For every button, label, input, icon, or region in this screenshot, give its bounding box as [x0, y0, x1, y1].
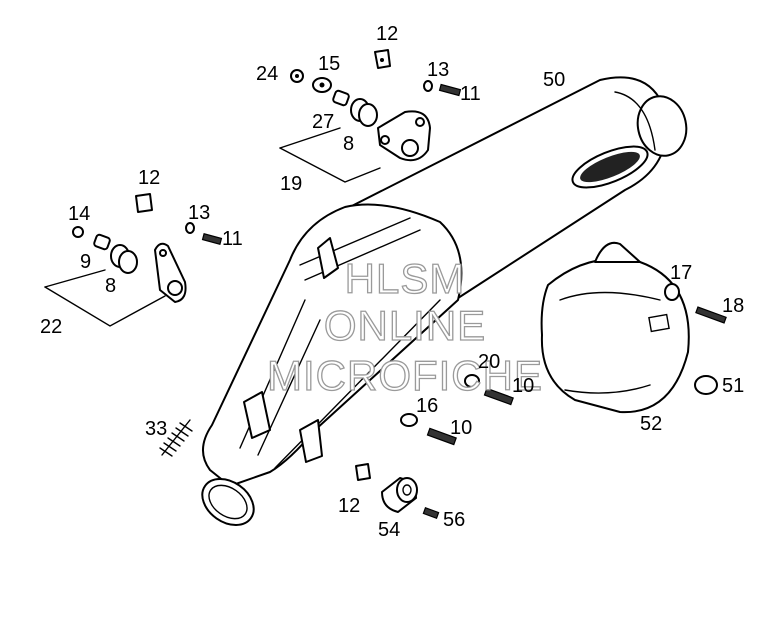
- callout-8-top: 8: [343, 133, 354, 155]
- callout-27: 27: [312, 111, 334, 133]
- washer-17[interactable]: [664, 283, 680, 301]
- bracket-22[interactable]: [154, 242, 187, 303]
- callout-15: 15: [318, 53, 340, 75]
- spacer-27[interactable]: [332, 89, 350, 107]
- watermark-line-1: HLSM: [345, 255, 466, 302]
- bracket-19[interactable]: [377, 110, 431, 162]
- callout-56: 56: [443, 509, 465, 531]
- callout-22: 22: [40, 316, 62, 338]
- callout-13-mid: 13: [188, 202, 210, 224]
- mounting-tab-upper: [317, 237, 339, 279]
- callout-33: 33: [145, 418, 167, 440]
- callout-labels: 12 24 15 13 11 50 27 8 19 12 14 13 11 9 …: [40, 23, 744, 541]
- callout-8-left: 8: [105, 275, 116, 297]
- callout-50: 50: [543, 69, 565, 91]
- washer-13-mid[interactable]: [185, 222, 195, 234]
- bolt-11-top[interactable]: [438, 83, 462, 97]
- callout-11-mid: 11: [222, 228, 243, 250]
- callout-54: 54: [378, 519, 400, 541]
- washer-13-top[interactable]: [423, 80, 433, 92]
- callout-12-bottom: 12: [338, 495, 360, 517]
- clip-nut-12-bottom[interactable]: [355, 463, 371, 481]
- grommet-8-left[interactable]: [110, 244, 138, 274]
- callout-19: 19: [280, 173, 302, 195]
- spring-33[interactable]: [159, 419, 193, 457]
- pipe-inlet-ring[interactable]: [194, 470, 263, 535]
- washer-20[interactable]: [464, 374, 480, 388]
- callout-11-top: 11: [460, 83, 481, 105]
- callout-16: 16: [416, 395, 438, 417]
- callout-18: 18: [722, 295, 744, 317]
- leader-lines-left: [44, 269, 166, 327]
- bolt-10-upper[interactable]: [483, 387, 514, 406]
- watermark-line-2: ONLINE: [324, 302, 486, 349]
- washer-15[interactable]: [312, 77, 332, 93]
- bolt-10-lower[interactable]: [426, 427, 457, 446]
- washer-16[interactable]: [400, 413, 418, 427]
- watermark-line-3: MICROFICHE: [267, 352, 543, 399]
- callout-52: 52: [640, 413, 662, 435]
- callout-10-upper: 10: [512, 375, 534, 397]
- rubber-mount-54[interactable]: [381, 477, 418, 513]
- end-cap-shell[interactable]: [540, 241, 690, 414]
- watermark: HLSM ONLINE MICROFICHE: [266, 254, 543, 399]
- screw-56[interactable]: [422, 507, 440, 519]
- mounting-tab-left: [243, 391, 271, 439]
- spacer-9[interactable]: [93, 233, 111, 251]
- clip-nut-12-top[interactable]: [374, 49, 391, 69]
- mounting-tab-lower: [299, 419, 323, 463]
- grommet-8-upper[interactable]: [350, 98, 378, 127]
- callout-24: 24: [256, 63, 278, 85]
- nut-24[interactable]: [290, 69, 304, 83]
- cap-51[interactable]: [694, 375, 718, 395]
- clip-nut-12-mid[interactable]: [135, 193, 153, 213]
- callout-12-mid: 12: [138, 167, 160, 189]
- nut-14[interactable]: [72, 226, 84, 238]
- callout-9: 9: [80, 251, 91, 273]
- callout-17: 17: [670, 262, 692, 284]
- callout-10-lower: 10: [450, 417, 472, 439]
- ktm-logo-badge: [571, 145, 649, 189]
- callout-12-top: 12: [376, 23, 398, 45]
- callout-13-top: 13: [427, 59, 449, 81]
- screw-18[interactable]: [695, 306, 727, 324]
- callout-20: 20: [478, 351, 500, 373]
- bolt-11-mid[interactable]: [201, 233, 223, 245]
- callout-51: 51: [722, 375, 744, 397]
- leader-lines-upper: [279, 127, 381, 183]
- callout-14: 14: [68, 203, 90, 225]
